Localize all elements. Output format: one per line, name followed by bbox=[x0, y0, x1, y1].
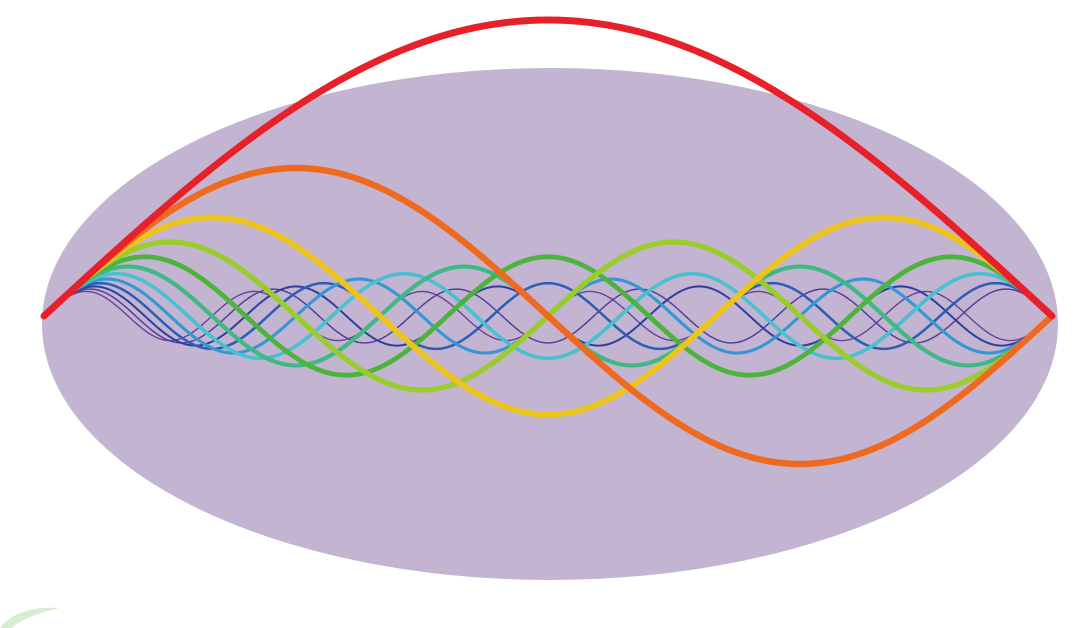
harmonic-wave-mode-5 bbox=[41, 254, 1055, 378]
harmonic-wave-mode-1 bbox=[40, 16, 1056, 320]
harmonic-wave-mode-3 bbox=[41, 214, 1055, 418]
background-ellipse bbox=[42, 68, 1058, 580]
harmonic-wave-mode-11 bbox=[43, 288, 1053, 344]
harmonic-wave-mode-7 bbox=[42, 271, 1054, 361]
harmonic-wave-mode-2 bbox=[40, 164, 1056, 468]
harmonic-waves bbox=[40, 16, 1056, 468]
